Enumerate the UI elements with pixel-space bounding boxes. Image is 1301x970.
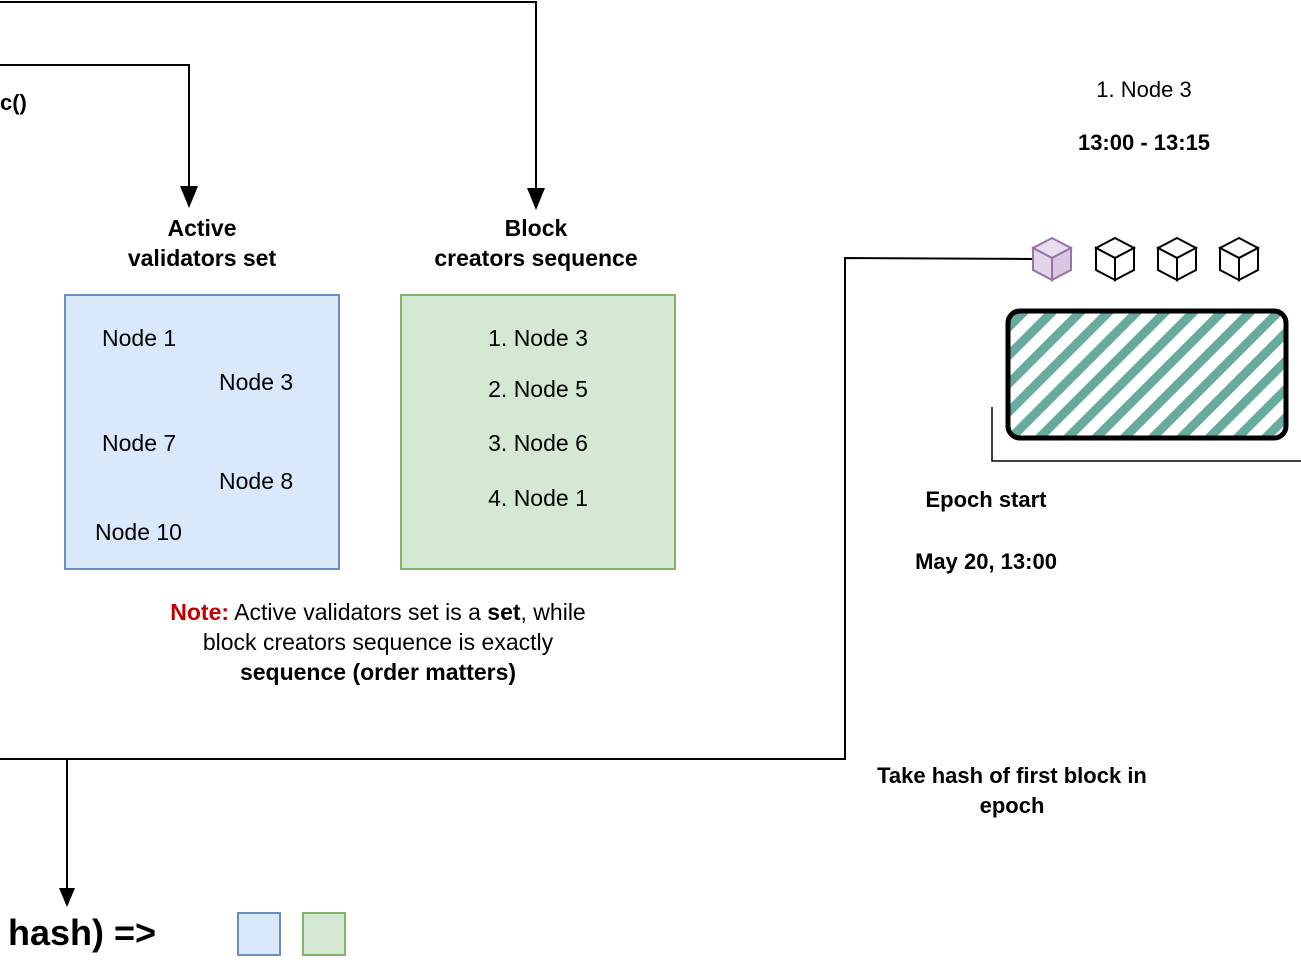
active-set-node: Node 7 bbox=[102, 430, 177, 456]
epoch-timeline bbox=[991, 407, 1301, 462]
active-set-node: Node 1 bbox=[102, 325, 177, 351]
block-creators-sequence-box bbox=[400, 294, 676, 570]
note-text: Note: Active validators set is a set, wh… bbox=[128, 597, 628, 687]
sequence-item: 3. Node 6 bbox=[488, 430, 588, 456]
epoch-block-hatched bbox=[1005, 308, 1289, 441]
hash-caption-line2: epoch bbox=[979, 793, 1045, 818]
note-line2: block creators sequence is exactly bbox=[202, 629, 554, 655]
arrow-head-active-set bbox=[180, 186, 198, 208]
sequence-item: 4. Node 1 bbox=[488, 485, 588, 511]
arrow-head-sequence bbox=[527, 188, 545, 210]
note-line3: sequence (order matters) bbox=[239, 659, 517, 685]
wire-to-sequence bbox=[0, 1, 537, 190]
cube-icon-first-block bbox=[1030, 236, 1074, 282]
wire-from-first-block bbox=[0, 256, 1033, 760]
hash-caption: Take hash of first block in epoch bbox=[842, 761, 1182, 821]
active-set-title: Active validators set bbox=[102, 213, 302, 273]
active-set-title-line1: Active bbox=[167, 215, 237, 241]
active-set-node: Node 8 bbox=[219, 468, 294, 494]
slot-node-label: 1. Node 3 bbox=[1096, 77, 1192, 102]
cube-icon bbox=[1155, 236, 1199, 282]
note-part1: Active validators set is a bbox=[229, 599, 488, 625]
epoch-start-title: Epoch start bbox=[925, 487, 1047, 512]
legend-green-square bbox=[302, 912, 346, 956]
active-set-title-line2: validators set bbox=[127, 245, 277, 271]
note-part2: , while bbox=[520, 599, 586, 625]
hash-caption-line1: Take hash of first block in bbox=[877, 763, 1147, 788]
cube-icon bbox=[1217, 236, 1261, 282]
sequence-title: Block creators sequence bbox=[406, 213, 666, 273]
sequence-item: 1. Node 3 bbox=[488, 325, 588, 351]
sequence-item: 2. Node 5 bbox=[488, 376, 588, 402]
arrow-head-formula bbox=[59, 888, 75, 907]
active-set-node: Node 3 bbox=[219, 369, 294, 395]
sequence-title-line2: creators sequence bbox=[434, 245, 638, 271]
active-validators-set-box bbox=[64, 294, 340, 570]
formula-fragment: hash) => bbox=[8, 912, 157, 953]
epoch-start-date: May 20, 13:00 bbox=[915, 549, 1057, 574]
note-prefix: Note: bbox=[170, 599, 230, 625]
cube-icon bbox=[1093, 236, 1137, 282]
sequence-title-line1: Block bbox=[504, 215, 568, 241]
active-set-node: Node 10 bbox=[95, 519, 182, 545]
slot-time-range: 13:00 - 13:15 bbox=[1077, 130, 1211, 155]
note-bold-set: set bbox=[487, 599, 521, 625]
wire-to-active-set bbox=[0, 64, 190, 188]
legend-blue-square bbox=[237, 912, 281, 956]
top-fragment-label: c() bbox=[0, 90, 27, 115]
